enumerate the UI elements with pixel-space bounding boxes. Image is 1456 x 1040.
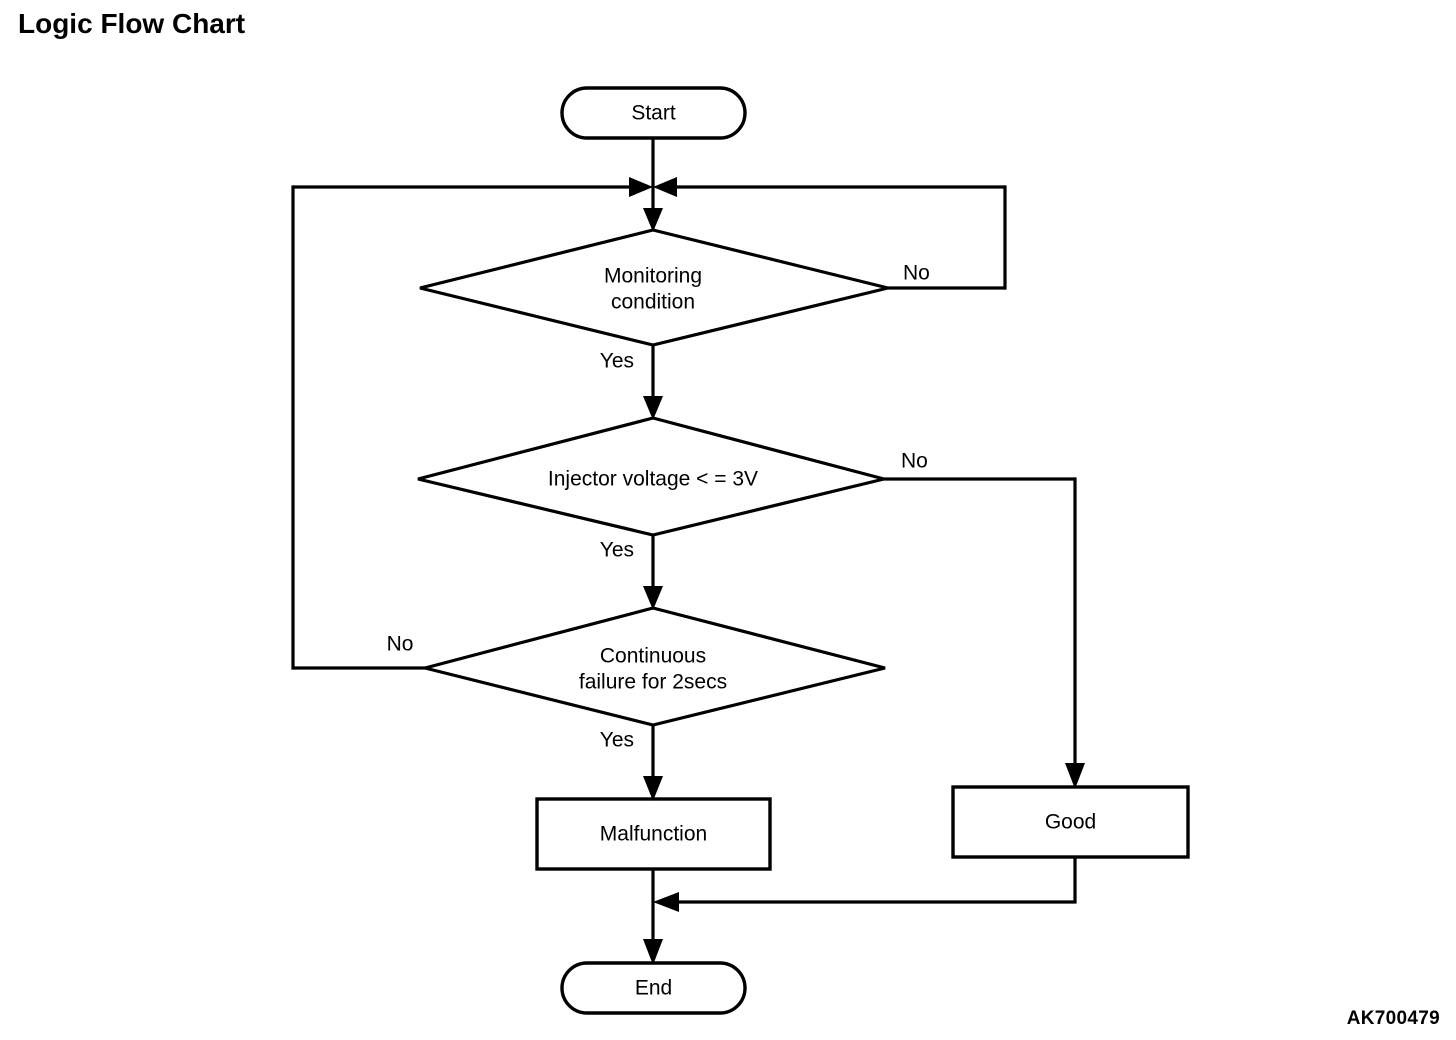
edge-decision2-no: No <box>884 450 1085 789</box>
decision1-yes-label: Yes <box>600 350 634 373</box>
decision1-no-label: No <box>903 262 930 285</box>
decision3-yes-label: Yes <box>600 729 634 752</box>
right-loop-arrowhead <box>653 177 677 197</box>
edge-good-to-end <box>653 857 1077 912</box>
decision1-label-line2: condition <box>611 291 695 314</box>
decision3-label-line2: failure for 2secs <box>579 671 727 694</box>
node-start[interactable]: Start <box>560 86 747 140</box>
node-malfunction[interactable]: Malfunction <box>535 797 772 871</box>
edge-decision3-yes: Yes <box>600 725 663 801</box>
node-decision-continuous-failure[interactable]: Continuous failure for 2secs <box>424 606 886 727</box>
decision1-yes-arrowhead <box>643 396 663 420</box>
malfunction-to-end-arrowhead <box>643 939 663 965</box>
good-to-end-arrowhead <box>653 892 679 912</box>
end-node-label: End <box>635 977 672 1000</box>
edge-malfunction-to-end <box>643 869 663 965</box>
edge-decision1-yes: Yes <box>600 345 663 420</box>
edge-start-to-junction <box>643 138 663 232</box>
decision2-label-line1: Injector voltage < = 3V <box>548 468 758 491</box>
decision2-no-label: No <box>901 450 928 473</box>
malfunction-box-label: Malfunction <box>600 823 707 846</box>
start-node-label: Start <box>631 102 676 125</box>
edge-decision3-no: No <box>291 185 425 670</box>
decision2-no-arrowhead <box>1065 763 1085 789</box>
node-end[interactable]: End <box>560 961 747 1015</box>
node-decision-monitoring-condition[interactable]: Monitoring condition <box>419 228 889 347</box>
good-box-label: Good <box>1045 811 1096 834</box>
page-title: Logic Flow Chart <box>18 8 246 39</box>
node-good[interactable]: Good <box>951 785 1190 859</box>
node-decision-injector-voltage[interactable]: Injector voltage < = 3V <box>417 416 885 537</box>
decision2-yes-label: Yes <box>600 539 634 562</box>
decision3-yes-arrowhead <box>643 776 663 801</box>
figure-reference-code: AK700479 <box>1346 1008 1440 1029</box>
loop-return-junction <box>293 177 1005 197</box>
edge-decision1-no: No <box>888 185 1007 290</box>
decision1-label-line1: Monitoring <box>604 265 702 288</box>
edge-start-to-decision1-arrowhead <box>643 208 663 232</box>
left-loop-arrowhead <box>629 177 653 197</box>
decision2-yes-arrowhead <box>643 586 663 610</box>
decision3-label-line1: Continuous <box>600 645 706 668</box>
decision3-no-label: No <box>387 633 414 656</box>
edge-decision2-yes: Yes <box>600 535 663 610</box>
malfunction-box-shape <box>535 797 772 871</box>
good-box-shape <box>951 785 1190 859</box>
